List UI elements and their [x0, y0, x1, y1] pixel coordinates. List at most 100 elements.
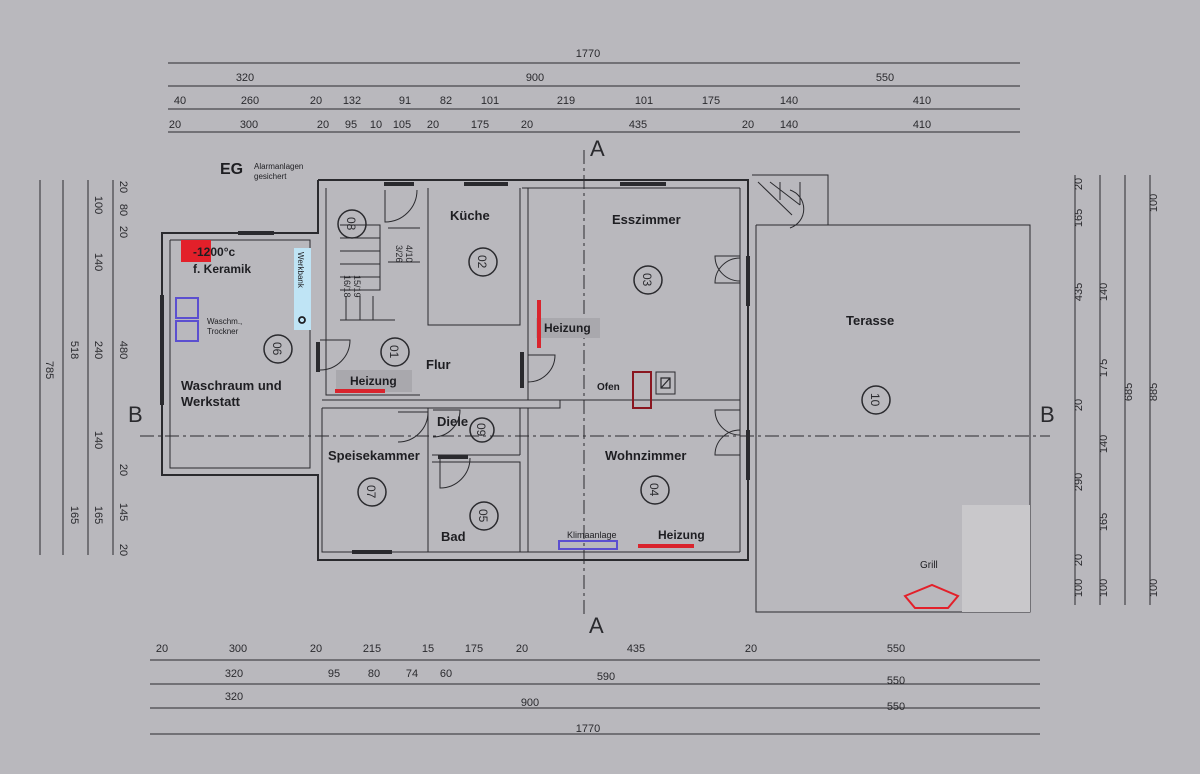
door-swing — [714, 257, 741, 284]
dim-right-c4: 100 — [1148, 579, 1160, 597]
room-name-diele: Diele — [437, 414, 468, 429]
dim-top-r3: 140 — [780, 95, 798, 107]
heating-label-esszimmer: Heizung — [544, 321, 591, 335]
washer-label-line1: Waschm., — [207, 317, 242, 326]
window — [746, 256, 750, 306]
ac-label: Klimaanlage — [567, 530, 617, 540]
windows — [160, 182, 750, 554]
hall-wall — [322, 399, 561, 409]
dim-right-c4: 885 — [1148, 383, 1160, 401]
dim-top-r4: 10 — [370, 119, 382, 131]
staircase — [340, 224, 420, 321]
oven-marker — [632, 371, 652, 409]
dim-bottom-r2: 60 — [440, 668, 452, 680]
dim-right-c4: 100 — [1148, 194, 1160, 212]
room-number-circles — [263, 209, 891, 531]
door-swing — [527, 354, 556, 383]
dim-right-c1: 20 — [1073, 178, 1085, 190]
dim-bottom-r1: 20 — [745, 643, 757, 655]
section-mark-b-left: B — [128, 402, 143, 427]
dim-top-r4: 175 — [471, 119, 489, 131]
door-swing — [714, 429, 741, 456]
dim-right-c2: 140 — [1098, 435, 1110, 453]
heating-marker-wohnzimmer — [638, 544, 694, 548]
dim-top-r3: 82 — [440, 95, 452, 107]
room-name-flur: Flur — [426, 357, 451, 372]
room-name-terasse: Terasse — [846, 313, 894, 328]
dim-top-900: 900 — [526, 72, 544, 84]
dim-bottom-r2: 590 — [597, 671, 615, 683]
dim-top-r3: 40 — [174, 95, 186, 107]
dim-right-685: 685 — [1123, 383, 1135, 401]
dim-bottom-r3: 900 — [521, 697, 539, 709]
kiln-marker — [181, 240, 211, 262]
kiln-label-line2: f. Keramik — [193, 262, 251, 276]
stair-wall — [325, 188, 420, 396]
dim-top-r4: 20 — [521, 119, 533, 131]
room-name-bad: Bad — [441, 529, 466, 544]
room-number: 05 — [476, 509, 490, 523]
door-swing — [384, 189, 418, 223]
oven-label: Ofen — [597, 382, 620, 393]
dim-top-r4: 95 — [345, 119, 357, 131]
room-names: Waschraum und Werkstatt Küche Esszimmer … — [181, 208, 894, 544]
window — [316, 342, 320, 372]
window — [384, 182, 414, 186]
dim-top-r4: 20 — [427, 119, 439, 131]
room-name-kueche: Küche — [450, 208, 490, 223]
dim-left-c3: 140 — [92, 253, 104, 271]
terrace-light-patch — [962, 505, 1030, 612]
dim-right-c1: 100 — [1073, 579, 1085, 597]
dim-bottom-r3: 550 — [887, 701, 905, 713]
kiln-label-line1: -1200°c — [193, 245, 235, 259]
dim-top-r4: 410 — [913, 119, 931, 131]
room-number: 08 — [344, 217, 358, 231]
dim-top-r4: 20 — [317, 119, 329, 131]
alarm-note-line2: gesichert — [254, 172, 287, 181]
door-swing — [432, 409, 461, 438]
dim-left-c3: 140 — [92, 431, 104, 449]
dim-right-c1: 290 — [1073, 473, 1085, 491]
door-swing — [319, 339, 351, 371]
dim-left-165: 165 — [68, 506, 80, 524]
dim-bottom-r1: 215 — [363, 643, 381, 655]
stair-label: 3/26 — [394, 245, 404, 263]
room-number: 02 — [475, 255, 489, 269]
dim-bottom-r2: 80 — [368, 668, 380, 680]
dim-left-c4: 20 — [117, 464, 129, 476]
waschraum-inner-wall — [169, 239, 311, 469]
dim-right-c2: 140 — [1098, 283, 1110, 301]
right-dimensions: 20 165 435 20 290 20 100 140 175 140 165… — [1073, 175, 1160, 605]
floor-label: EG — [220, 161, 243, 178]
section-mark-a-bottom: A — [589, 613, 604, 638]
dim-left-c3: 100 — [92, 196, 104, 214]
room-name-wohnzimmer: Wohnzimmer — [605, 448, 686, 463]
dim-top-r4: 140 — [780, 119, 798, 131]
window — [620, 182, 666, 186]
dim-left-c4: 80 — [117, 204, 129, 216]
heating-label-flur: Heizung — [350, 374, 397, 388]
chimney-icon — [655, 371, 676, 395]
dim-top-1770: 1770 — [576, 48, 600, 60]
dim-left-785: 785 — [43, 361, 55, 379]
dim-bottom-r2: 550 — [887, 675, 905, 687]
dim-left-c3: 240 — [92, 341, 104, 359]
dim-top-r4: 435 — [629, 119, 647, 131]
dim-top-r3: 219 — [557, 95, 575, 107]
ac-marker — [558, 540, 618, 550]
dim-top-r3: 132 — [343, 95, 361, 107]
dim-right-c1: 20 — [1073, 554, 1085, 566]
washer-marker — [175, 297, 199, 319]
dim-top-r4: 105 — [393, 119, 411, 131]
washer-label-line2: Trockner — [207, 327, 239, 336]
grill-marker — [903, 583, 960, 609]
door-swing — [397, 411, 429, 443]
alarm-note-line1: Alarmanlagen — [254, 162, 303, 171]
dim-left-518: 518 — [68, 341, 80, 359]
room-number: 01 — [387, 345, 401, 359]
dim-right-c2: 165 — [1098, 513, 1110, 531]
chimney-icon-glyph — [660, 377, 671, 389]
room-numbers: 06 02 03 01 10 07 09 05 04 08 — [270, 217, 882, 523]
room-number: 07 — [364, 485, 378, 499]
